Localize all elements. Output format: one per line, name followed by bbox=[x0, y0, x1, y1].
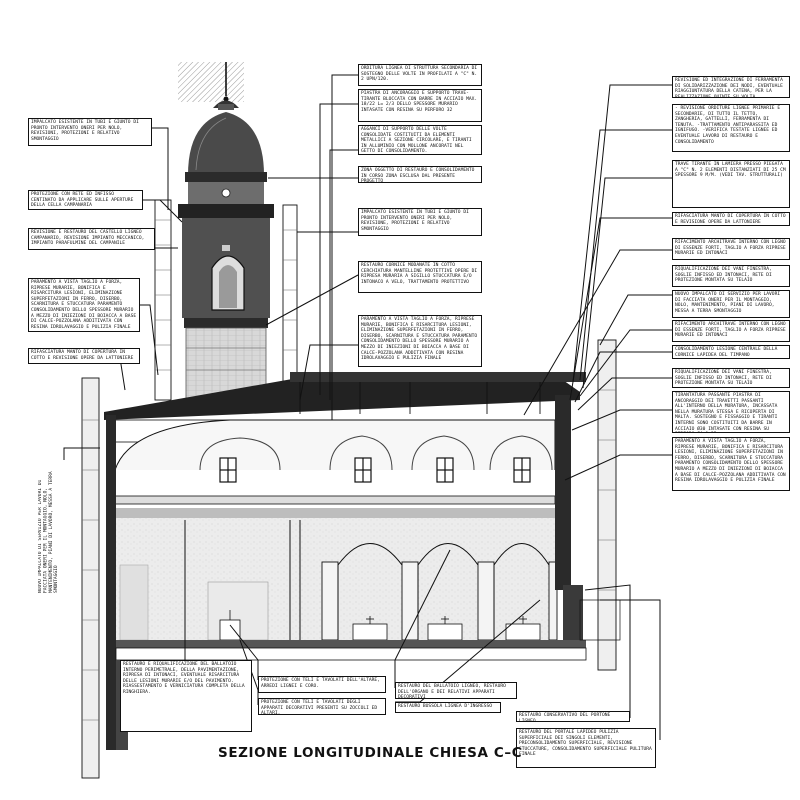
note-protezione-apparati: PROTEZIONE CON TELI E TAVOLATI DEGLI APP… bbox=[258, 698, 386, 715]
note-impalcato-vertical: NUOVO IMPALCATO DI SERVIZIO PER LAVORI D… bbox=[38, 471, 60, 593]
bell-tower bbox=[178, 62, 274, 399]
note-protezione-altare: PROTEZIONE CON TELI E TAVOLATI DELL'ALTA… bbox=[258, 676, 386, 693]
note-impalcato-center: IMPALCATO ESISTENTE IN TUBI E GIUNTO DI … bbox=[358, 208, 482, 236]
note-architrave-1: RIFACIMENTO ARCHITRAVE INTERNO CON LEGNO… bbox=[672, 238, 790, 260]
note-cornice-timpano: CONSOLIDAMENTO LESIONE CENTRALE DELLA CO… bbox=[672, 345, 790, 359]
note-architrave-2: RIFACIMENTO ARCHITRAVE INTERNO CON LEGNO… bbox=[672, 320, 790, 342]
note-bussola-lignea: RESTAURO BUSSOLA LIGNEA D'INGRESSO bbox=[395, 702, 501, 713]
leader-lines bbox=[63, 74, 672, 740]
altars bbox=[219, 610, 541, 641]
note-paramento-center: PARAMENTO A VISTA TAGLIO A FORZA, RIPRES… bbox=[358, 315, 482, 367]
note-cornice-cotto: RESTAURO CORNICE MODANATE IN COTTO CERCH… bbox=[358, 261, 482, 293]
note-orditure-lignee: - REVISIONE ORDITURE LIGNEE PRIMARIE E S… bbox=[672, 104, 790, 152]
note-orditura: ORDITURA LIGNEA DI STRUTTURA SECONDARIA … bbox=[358, 64, 482, 86]
note-portale-lapideo: RESTAURO DEL PORTALE LAPIDEO PULIZIA SUP… bbox=[516, 728, 656, 768]
note-tirantatura: TIRANTATURA PASSANTE PIASTRA DI ANCORAGG… bbox=[672, 391, 790, 433]
note-paramento-left: PARAMENTO A VISTA TAGLIO A FORZA, RIPRES… bbox=[28, 278, 140, 332]
note-vani-finestra-2: RIQUALIFICAZIONE DEI VANI FINESTRA, SOGL… bbox=[672, 368, 790, 388]
note-impalcato-left: IMPALCATO ESISTENTE IN TUBI E GIUNTO DI … bbox=[28, 118, 152, 146]
note-zona-oggetto: ZONA OGGETTO DI RESTAURO E CONSOLIDAMENT… bbox=[358, 166, 482, 183]
note-portone-ligneo: RESTAURO CONSERVATIVO DEL PORTONE LIGNEO bbox=[516, 711, 630, 722]
note-vani-finestra-1: RIQUALIFICAZIONE DEI VANI FINESTRA, SOGL… bbox=[672, 265, 790, 287]
church-nave bbox=[104, 372, 621, 750]
drawing-title: SEZIONE LONGITUDINALE CHIESA C–C bbox=[218, 745, 523, 761]
note-paramento-right: PARAMENTO A VISTA TAGLIO A FORZA, RIPRES… bbox=[672, 437, 790, 491]
note-ballatoio-perimetrale: RESTAURO E RIQUALIFICAZIONE DEL BALLATOI… bbox=[120, 660, 252, 732]
nave-windows bbox=[219, 457, 531, 483]
note-protezione-rete: PROTEZIONE CON RETE ED INFISSO CENTINATO… bbox=[28, 190, 143, 210]
note-agganci-volte: AGGANCI DI SUPPORTO DELLE VOLTE CONSOLID… bbox=[358, 125, 482, 155]
note-trave-tirante: TRAVE TIRANTE IN LAMIERA PRESSO PIEGATA … bbox=[672, 160, 790, 208]
note-piastra-trave: PIASTRA DI ANCORAGGIO E SUPPORTO TRAVE-T… bbox=[358, 89, 482, 122]
note-revisione-ferramenta: REVISIONE ED INTEGRAZIONE DI FERRAMENTA … bbox=[672, 76, 790, 98]
note-rifasciatura-left: RIFASCIATURA MANTO DI COPERTURA IN COTTO… bbox=[28, 348, 140, 364]
note-rifasciatura-right: RIFASCIATURA MANTO DI COPERTURA IN COTTO… bbox=[672, 212, 790, 226]
note-nuovo-impalcato: NUOVO IMPALCATO DI SERVIZIO PER LAVORI D… bbox=[672, 290, 790, 318]
note-castello-ligneo: REVISIONE E RESTAURO DEL CASTELLO LIGNEO… bbox=[28, 228, 155, 250]
note-ballatoio-ligneo: RESTAURO DEL BALLATOIO LIGNEO, RESTAURO … bbox=[395, 682, 517, 699]
